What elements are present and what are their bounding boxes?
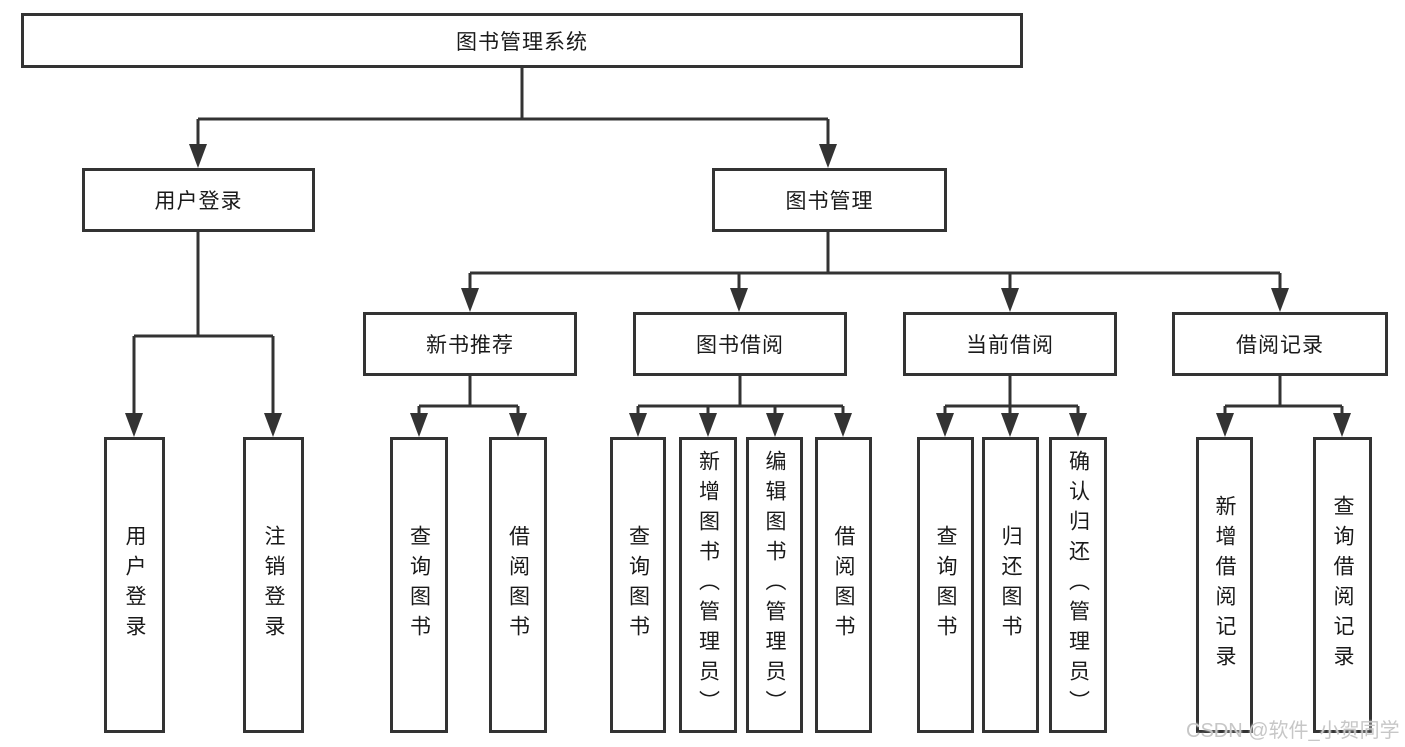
node-label: 归还图书 (999, 525, 1022, 645)
node-borrow-records: 借阅记录 (1172, 312, 1388, 376)
leaf-query-books-2: 查询图书 (610, 437, 666, 733)
leaf-query-books-3: 查询图书 (917, 437, 974, 733)
node-label: 查询图书 (407, 525, 431, 645)
leaf-user-login: 用户登录 (104, 437, 165, 733)
node-label: 借阅记录 (1236, 334, 1324, 357)
node-label: 新书推荐 (426, 334, 514, 357)
csdn-watermark: CSDN @软件_小贺同学 (1186, 720, 1400, 742)
leaf-return-book: 归还图书 (982, 437, 1039, 733)
node-label: 图书管理 (785, 190, 874, 213)
node-book-management: 图书管理 (712, 168, 947, 232)
node-new-book-recommend: 新书推荐 (363, 312, 577, 376)
leaf-borrow-books-1: 借阅图书 (489, 437, 547, 733)
node-label: 用户登录 (123, 525, 146, 645)
leaf-add-book-admin: 新增图书（管理员） (679, 437, 737, 733)
node-current-borrow: 当前借阅 (903, 312, 1117, 376)
leaf-logout: 注销登录 (243, 437, 304, 733)
leaf-confirm-return-admin: 确认归还（管理员） (1049, 437, 1107, 733)
node-label: 查询图书 (934, 525, 957, 645)
node-label: 借阅图书 (832, 525, 855, 645)
node-label: 图书借阅 (696, 334, 784, 357)
node-label: 借阅图书 (506, 525, 530, 645)
leaf-edit-book-admin: 编辑图书（管理员） (746, 437, 803, 733)
node-label: 确认归还（管理员） (1066, 450, 1090, 720)
node-root-library-system: 图书管理系统 (21, 13, 1023, 68)
leaf-borrow-books-2: 借阅图书 (815, 437, 872, 733)
node-book-borrow: 图书借阅 (633, 312, 847, 376)
node-user-login: 用户登录 (82, 168, 315, 232)
node-label: 注销登录 (262, 525, 285, 645)
node-label: 用户登录 (154, 190, 243, 213)
node-label: 新增图书（管理员） (696, 450, 720, 720)
node-label: 编辑图书（管理员） (763, 450, 786, 720)
node-label: 查询图书 (626, 525, 650, 645)
node-label: 查询借阅记录 (1331, 495, 1354, 675)
leaf-add-borrow-record: 新增借阅记录 (1196, 437, 1253, 733)
node-label: 新增借阅记录 (1213, 495, 1236, 675)
node-label: 图书管理系统 (456, 30, 588, 54)
leaf-query-borrow-record: 查询借阅记录 (1313, 437, 1372, 733)
leaf-query-books-1: 查询图书 (390, 437, 448, 733)
node-label: 当前借阅 (966, 334, 1054, 357)
